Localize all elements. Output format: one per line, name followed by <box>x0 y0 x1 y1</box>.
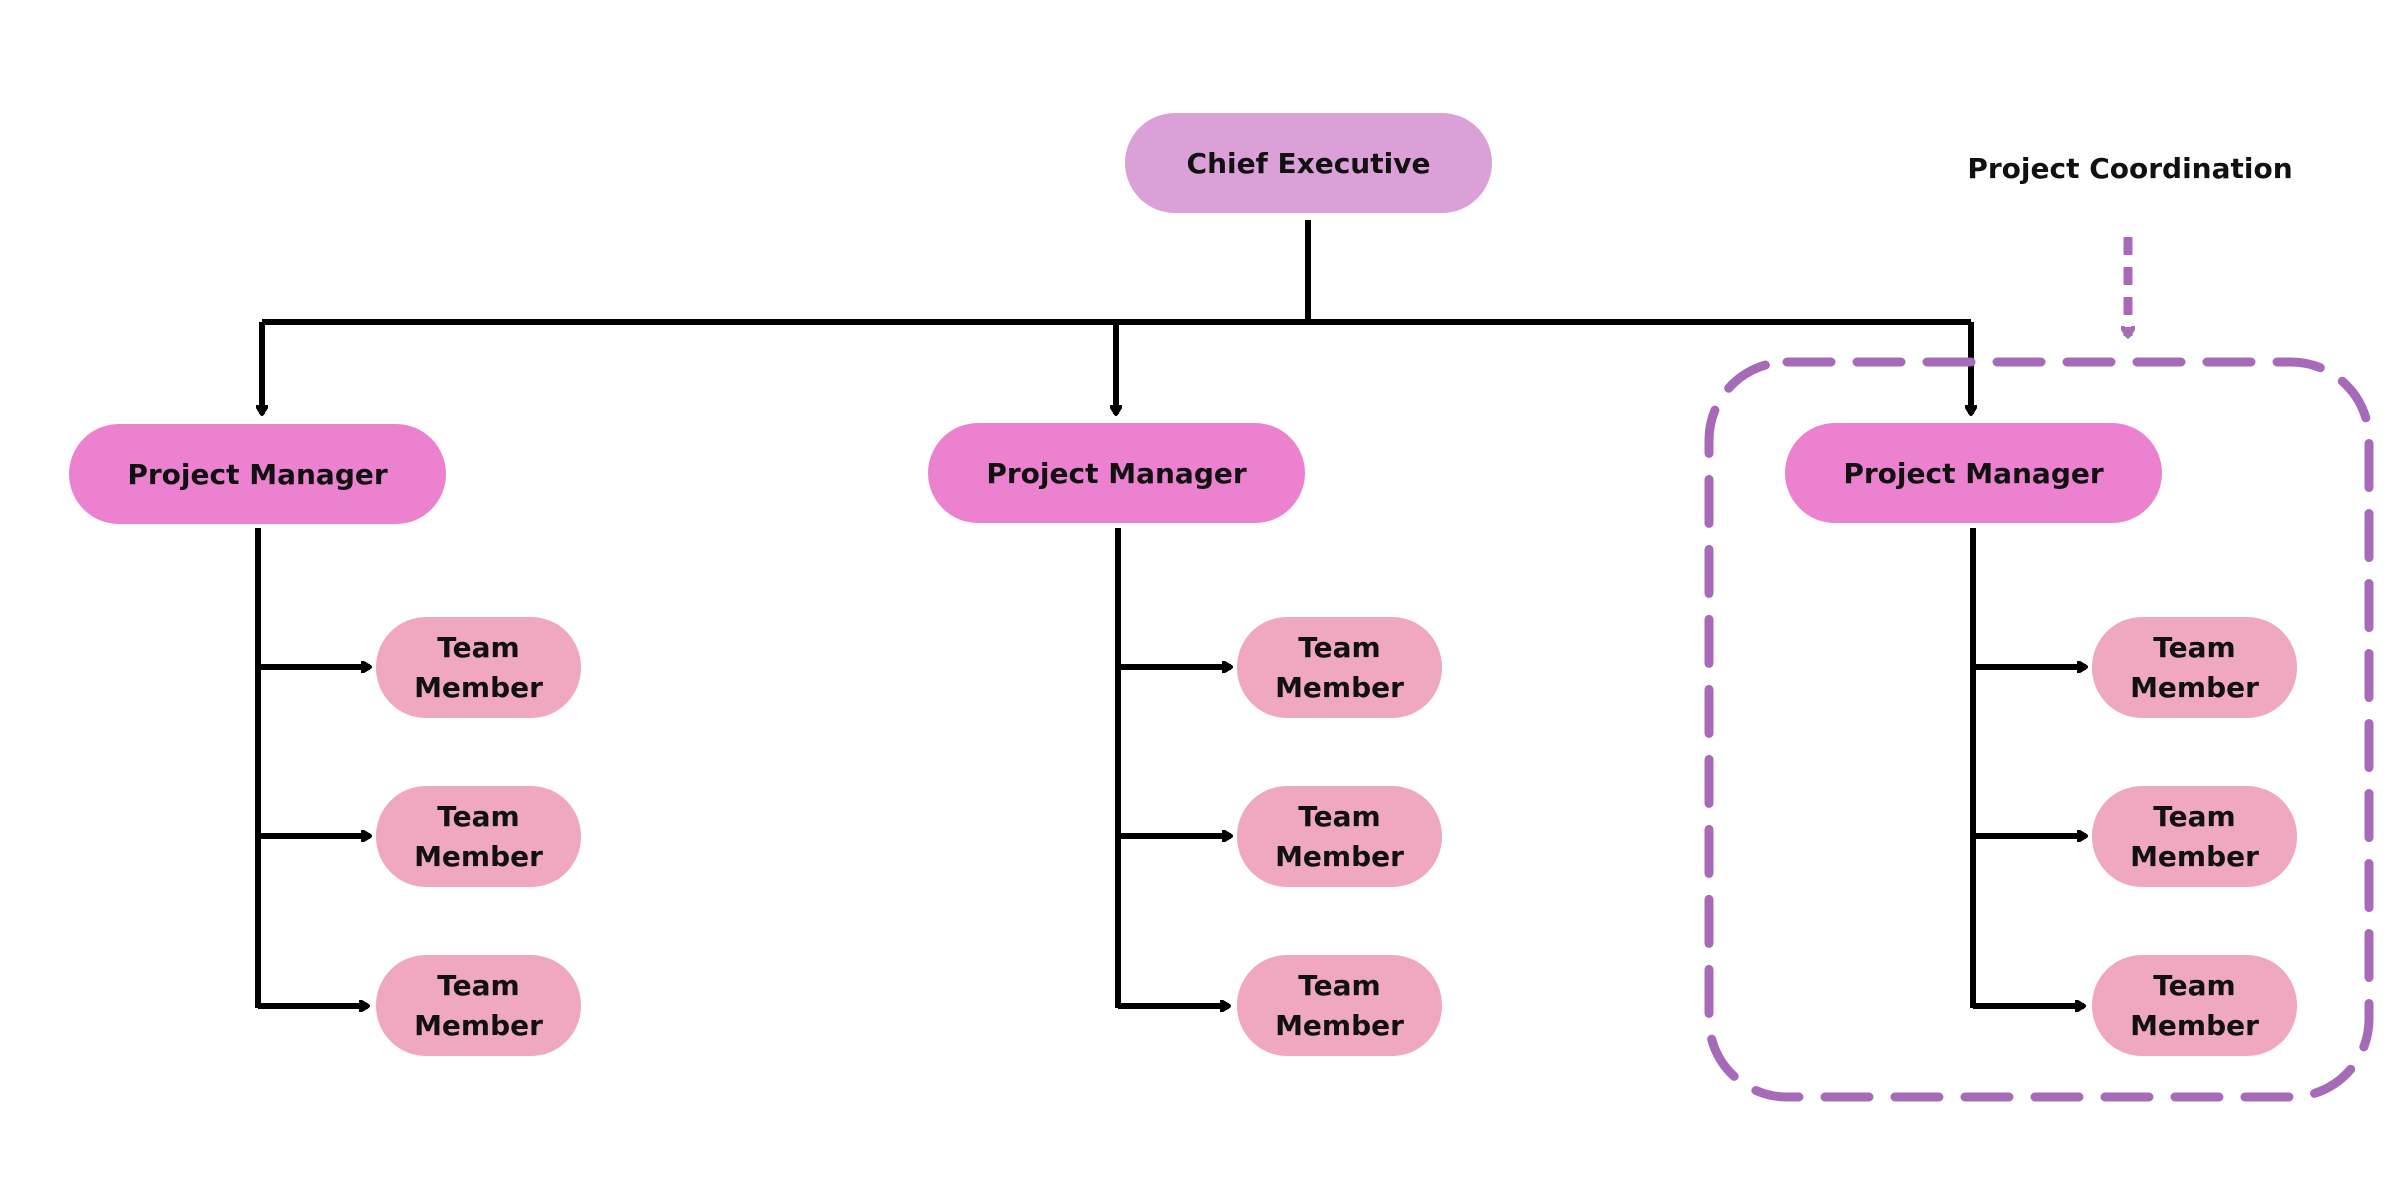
team-member-label: Team Member <box>1275 968 1404 1042</box>
manager-node-2: Project Manager <box>928 423 1305 523</box>
team-member-node: Team Member <box>376 955 581 1056</box>
team-member-node: Team Member <box>1237 955 1442 1056</box>
team-member-node: Team Member <box>2092 955 2297 1056</box>
project-coordination-label: Project Coordination <box>1967 152 2293 185</box>
team-member-label: Team Member <box>414 799 543 873</box>
team-member-label: Team Member <box>414 630 543 704</box>
manager-label: Project Manager <box>986 456 1247 490</box>
team-member-label: Team Member <box>2130 799 2259 873</box>
manager-label: Project Manager <box>1843 456 2104 490</box>
team-member-label: Team Member <box>2130 630 2259 704</box>
team-member-label: Team Member <box>1275 630 1404 704</box>
team-member-node: Team Member <box>376 617 581 718</box>
team-member-node: Team Member <box>2092 786 2297 887</box>
team-member-node: Team Member <box>1237 786 1442 887</box>
team-member-label: Team Member <box>2130 968 2259 1042</box>
team-member-node: Team Member <box>1237 617 1442 718</box>
manager-node-3: Project Manager <box>1785 423 2162 523</box>
team-member-label: Team Member <box>414 968 543 1042</box>
manager-label: Project Manager <box>127 457 388 491</box>
team-member-label: Team Member <box>1275 799 1404 873</box>
chief-executive-node: Chief Executive <box>1125 113 1492 213</box>
project-coordination-highlight-box <box>1704 357 2374 1102</box>
manager-node-1: Project Manager <box>69 424 446 524</box>
chief-executive-label: Chief Executive <box>1186 146 1431 180</box>
team-member-node: Team Member <box>2092 617 2297 718</box>
team-member-node: Team Member <box>376 786 581 887</box>
